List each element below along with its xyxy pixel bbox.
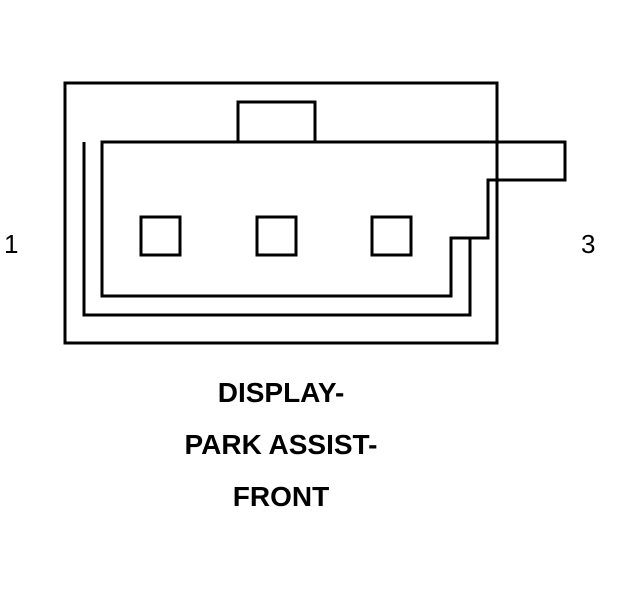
caption-line-3: FRONT bbox=[233, 481, 329, 512]
pin-3-label: 3 bbox=[581, 229, 595, 259]
connector-housing-outline bbox=[63, 81, 499, 345]
pin-cavity-2 bbox=[255, 215, 298, 257]
pin-cavity-1 bbox=[139, 215, 182, 257]
lock-tab bbox=[236, 100, 317, 142]
pin-1-label: 1 bbox=[4, 229, 18, 259]
pin-cavity-3 bbox=[370, 215, 413, 257]
connector-body-outline bbox=[100, 140, 567, 298]
connector-shell-outline bbox=[82, 142, 472, 317]
caption-line-1: DISPLAY- bbox=[218, 377, 345, 408]
caption-line-2: PARK ASSIST- bbox=[185, 429, 378, 460]
